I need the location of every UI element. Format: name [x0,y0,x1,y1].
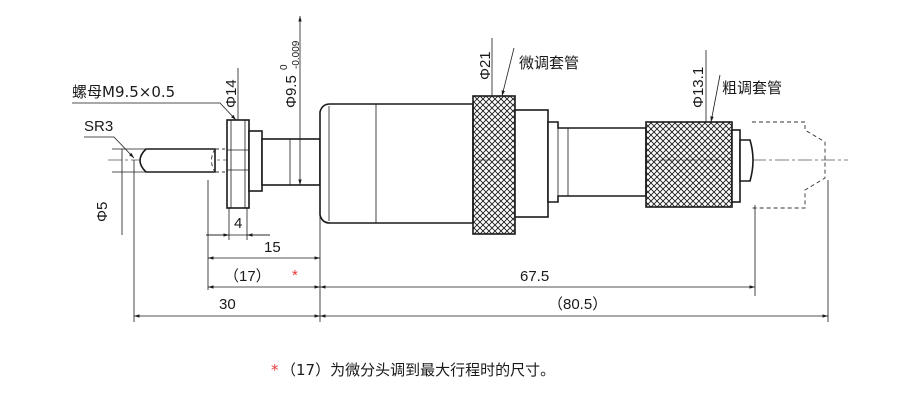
thread-section [248,130,321,192]
dim-w17-star: * [292,267,298,284]
dim-d95-lower: -0.009 [291,40,302,69]
dim-d14: Φ14 [223,79,240,108]
footnote-star: * [271,361,279,379]
dim-w15: 15 [264,239,281,256]
dim-d95-upper: 0 [279,64,290,70]
dim-w30: 30 [219,296,236,313]
nut-label: 螺母M9.5×0.5 [72,83,175,101]
fine-sleeve [472,95,516,235]
barrel [514,109,647,218]
dim-sr3: SR3 [84,118,113,135]
coarse-sleeve [645,121,754,208]
spindle-tip [139,148,225,173]
main-body [319,103,474,224]
dim-d131: Φ13.1 [690,67,707,108]
dim-d95: Φ9.5 [283,75,300,108]
dim-d21: Φ21 [477,51,494,80]
nut [226,119,250,209]
coarse-sleeve-label: 粗调套管 [722,79,782,97]
dim-w675: 67.5 [520,268,549,285]
fine-sleeve-label: 微调套管 [519,54,579,72]
ratchet-hidden [752,121,826,209]
dim-w17: （17） [224,268,271,285]
dim-d5: Φ5 [94,202,111,222]
dim-w4: 4 [234,215,242,232]
dim-w805: （80.5） [548,296,607,313]
footnote-text: （17）为微分头调到最大行程时的尺寸。 [281,361,555,379]
